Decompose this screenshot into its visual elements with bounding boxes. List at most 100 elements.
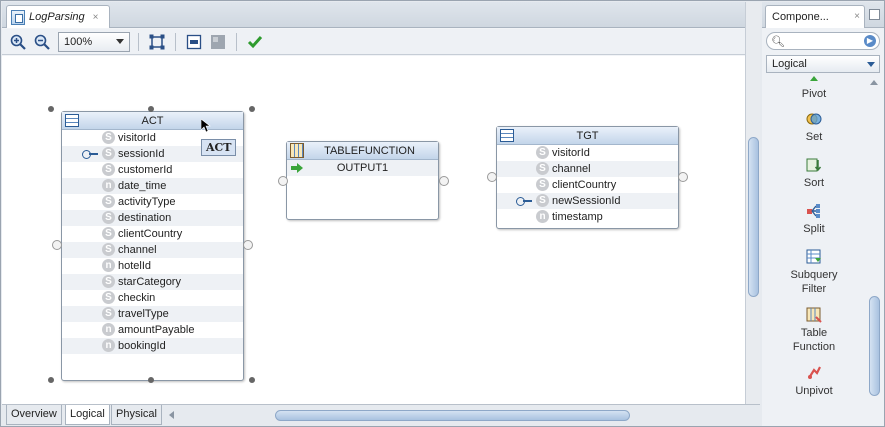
component-split[interactable]: Split: [764, 203, 864, 236]
selection-handle[interactable]: [249, 106, 255, 112]
mouse-cursor-icon: [201, 119, 211, 133]
canvas-vertical-scrollbar[interactable]: [745, 2, 760, 404]
components-scroll-thumb[interactable]: [869, 296, 880, 396]
components-search-input[interactable]: 🔍︎ ▶: [766, 32, 880, 50]
zoom-in-button[interactable]: [8, 32, 28, 52]
act-input-port[interactable]: [52, 240, 62, 250]
attribute-name: timestamp: [552, 211, 603, 223]
selection-handle[interactable]: [148, 106, 154, 112]
attribute-name: bookingId: [118, 340, 166, 352]
tablefunction-input-port[interactable]: [278, 176, 288, 186]
output-row[interactable]: OUTPUT1: [287, 160, 438, 176]
scroll-up-icon[interactable]: [870, 80, 878, 85]
component-label: Table Function: [792, 327, 836, 353]
selection-handle[interactable]: [148, 377, 154, 383]
tgt-node-title: TGT: [576, 129, 599, 142]
tab-logparsing[interactable]: LogParsing ×: [6, 5, 110, 28]
act-node-header[interactable]: ACT: [62, 112, 243, 130]
fit-to-window-icon: [149, 34, 165, 49]
attribute-name: starCategory: [118, 276, 181, 288]
zoom-level-select[interactable]: 100%: [58, 31, 130, 52]
selection-handle[interactable]: [48, 106, 54, 112]
components-category-select[interactable]: Logical: [766, 55, 880, 73]
scroll-left-icon[interactable]: [169, 411, 174, 419]
subquery-filter-icon: [806, 249, 822, 265]
mapping-document-icon: [11, 9, 25, 25]
tablefunction-node-header[interactable]: TABLEFUNCTION: [287, 142, 438, 160]
tab-components[interactable]: Compone... ×: [765, 5, 865, 28]
close-tab-icon[interactable]: ×: [92, 11, 99, 23]
attribute-name: destination: [118, 212, 172, 224]
layout-button[interactable]: [184, 32, 204, 52]
tablefunction-node[interactable]: TABLEFUNCTION OUTPUT1: [286, 141, 439, 220]
attribute-name: date_time: [118, 180, 167, 192]
node-tooltip: ACT: [201, 139, 237, 156]
component-set[interactable]: Set: [764, 111, 864, 144]
component-label: Unpivot: [795, 385, 833, 397]
search-go-icon[interactable]: ▶: [864, 35, 876, 47]
pivot-icon: [806, 75, 822, 83]
set-icon: [806, 111, 822, 127]
tgt-input-port[interactable]: [487, 172, 497, 182]
selection-handle[interactable]: [48, 377, 54, 383]
primary-key-icon: [516, 197, 532, 206]
validate-button[interactable]: [245, 32, 265, 52]
attribute-name: clientCountry: [552, 179, 617, 191]
act-output-port[interactable]: [243, 240, 253, 250]
component-unpivot[interactable]: Unpivot: [764, 365, 864, 398]
component-subquery-filter[interactable]: Subquery Filter: [764, 249, 864, 296]
tgt-node-header[interactable]: TGT: [497, 127, 678, 145]
fit-to-window-button[interactable]: [147, 32, 167, 52]
attribute-name: clientCountry: [118, 228, 183, 240]
canvas-horizontal-scrollbar[interactable]: [167, 408, 735, 422]
mapping-editor-panel: LogParsing × 100%: [2, 2, 760, 426]
component-table-function[interactable]: Table Function: [764, 307, 864, 354]
output-arrow-icon: [291, 163, 303, 173]
numeric-type-icon: n: [102, 179, 115, 192]
zoom-out-button[interactable]: [32, 32, 52, 52]
minimize-panel-icon[interactable]: [869, 9, 880, 20]
close-tab-icon[interactable]: ×: [854, 11, 860, 22]
tab-overview[interactable]: Overview: [6, 405, 62, 425]
selection-handle[interactable]: [249, 377, 255, 383]
table-function-icon: [290, 143, 304, 158]
tablefunction-output-port[interactable]: [439, 176, 449, 186]
components-vertical-scrollbar[interactable]: [868, 76, 882, 410]
string-type-icon: S: [102, 195, 115, 208]
tab-physical[interactable]: Physical: [111, 405, 162, 425]
tablefunction-node-title: TABLEFUNCTION: [324, 144, 415, 157]
tab-title: LogParsing: [29, 11, 85, 23]
tgt-output-port[interactable]: [678, 172, 688, 182]
tab-logical[interactable]: Logical: [65, 405, 110, 425]
string-type-icon: S: [102, 163, 115, 176]
horizontal-scroll-thumb[interactable]: [275, 410, 630, 421]
component-sort[interactable]: Sort: [764, 157, 864, 190]
vertical-scroll-thumb[interactable]: [748, 137, 759, 297]
component-pivot[interactable]: Pivot: [764, 75, 864, 101]
disabled-tool-button[interactable]: [208, 32, 228, 52]
layout-icon: [186, 34, 202, 49]
